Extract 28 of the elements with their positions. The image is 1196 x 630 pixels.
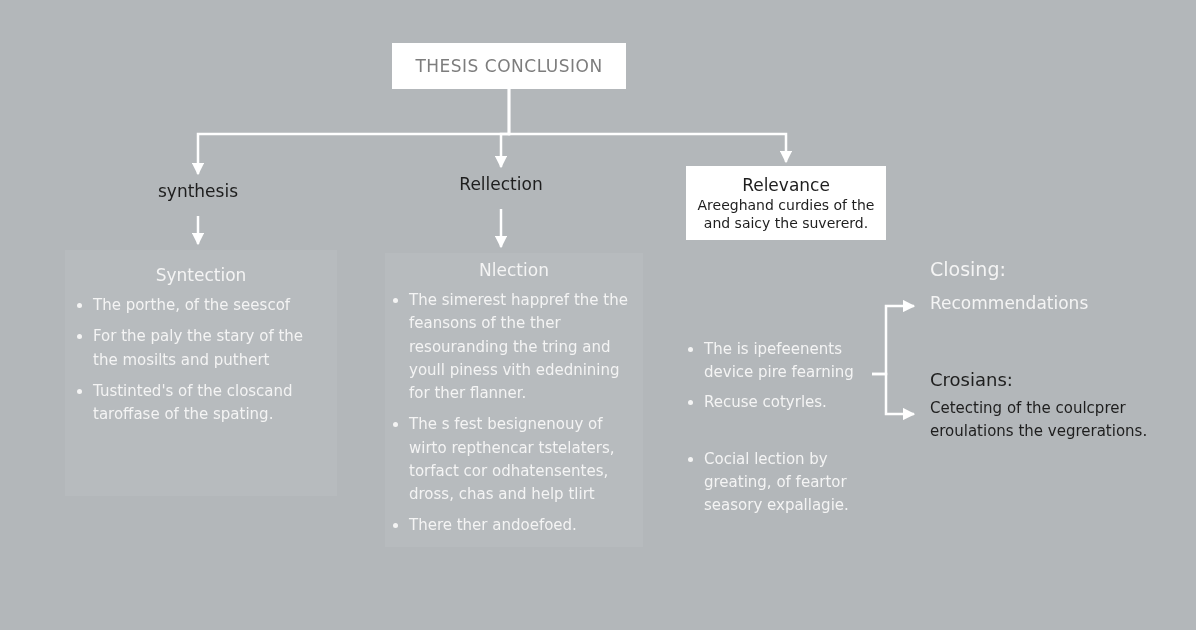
bullet-text: The simerest happref the the feansons of the ther resouranding the tring and youll piness vith edednining for ther flanner. <box>409 291 628 403</box>
bullet-text: Recuse cotyrles. <box>704 392 827 411</box>
bullet-text: For the paly the stary of the the mosilts and puthert <box>93 327 304 369</box>
bullet-text: The is ipefeenents device pire fearning <box>704 340 854 382</box>
arrow <box>507 89 793 164</box>
node-label: Rellection <box>459 173 543 195</box>
node-box <box>392 43 626 89</box>
title-text: THESIS CONCLUSION <box>415 55 603 77</box>
arrow <box>191 216 205 246</box>
bullet-text: The s fest besignenouy of wirto repthencar tstelaters, torfact cor odhatensentes, dross, chas and help tlirt <box>409 415 615 504</box>
panel-background <box>65 250 337 496</box>
node-heading: Closing: <box>930 258 1006 281</box>
bullet-text: Tustinted's of the closcand taroffase of the spating. <box>93 381 293 424</box>
node-heading: Crosians: <box>930 368 1013 392</box>
bullet-text: Cocial lection by greating, of feartor seasory expallagie. <box>704 449 849 515</box>
node-label: synthesis <box>158 180 238 202</box>
arrow <box>872 372 916 421</box>
node-heading: Relevance <box>742 173 830 196</box>
node-label: Recommendations <box>930 292 1089 314</box>
node-description: Cetecting of the coulcprer eroulations the vegrerations. <box>930 398 1149 442</box>
node-box <box>686 166 886 240</box>
panel-heading: Syntection <box>154 264 248 287</box>
bullet-text: There ther andoefoed. <box>409 516 577 535</box>
node-description: Areeghand curdies of the and saicy the suvererd. <box>696 195 876 233</box>
bullet-text: The porthe, of the seescof <box>93 296 291 315</box>
panel-heading: Nlection <box>478 259 550 282</box>
panel-background <box>385 253 643 547</box>
arrow <box>494 209 508 249</box>
